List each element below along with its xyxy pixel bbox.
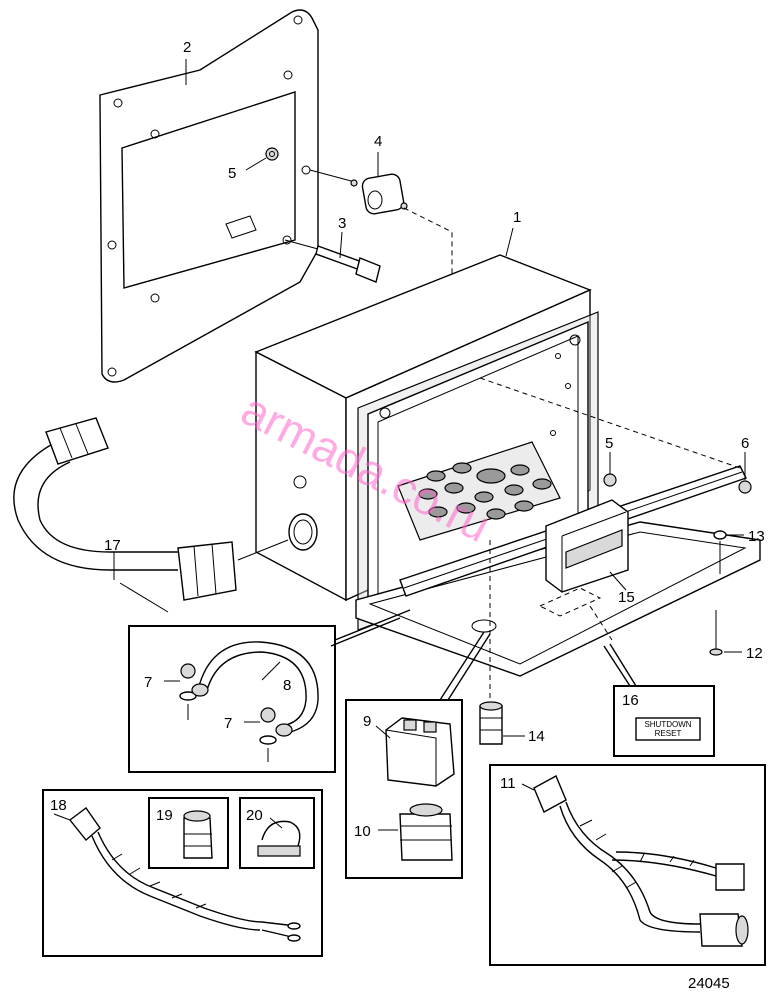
nut-part-5-lower — [603, 452, 617, 487]
cable-gland-part-14 — [479, 701, 525, 745]
nut-part-5-upper — [245, 147, 279, 171]
callout-9: 9 — [363, 713, 371, 730]
callout-19: 19 — [156, 807, 173, 824]
flexible-conduit-part-17 — [13, 417, 289, 601]
callout-11: 11 — [500, 775, 516, 792]
label-plate-line2: RESET — [655, 729, 682, 738]
callout-13: 13 — [748, 528, 765, 545]
detail-box-harness-11 — [489, 764, 766, 966]
screw-part-6 — [738, 452, 752, 494]
callout-20: 20 — [246, 807, 263, 824]
callout-17: 17 — [104, 537, 121, 554]
detail-box-ground-strap — [128, 609, 411, 773]
callout-12: 12 — [746, 645, 763, 662]
detail-box-switch — [345, 631, 491, 879]
spacer-part-4 — [309, 152, 408, 215]
callout-14: 14 — [528, 728, 545, 745]
terminal-block-part-15 — [545, 499, 629, 593]
screw-part-12 — [709, 610, 742, 656]
callout-6: 6 — [741, 435, 749, 452]
callout-1: 1 — [513, 209, 521, 226]
drawing-number: 24045 — [688, 975, 730, 992]
callout-15: 15 — [618, 589, 635, 606]
callout-2: 2 — [183, 39, 191, 56]
detail-box-harness-18 — [42, 789, 323, 957]
callout-16: 16 — [622, 692, 639, 709]
callout-4: 4 — [374, 133, 382, 150]
bolt-part-3 — [284, 231, 381, 283]
callout-7-upper: 7 — [144, 674, 152, 691]
label-plate-line1: SHUTDOWN — [644, 720, 691, 729]
enclosure-lid — [355, 521, 761, 677]
callout-7-lower: 7 — [224, 715, 232, 732]
callout-10: 10 — [354, 823, 371, 840]
washer-part-13 — [713, 530, 744, 574]
callout-3: 3 — [338, 215, 346, 232]
callout-5-upper: 5 — [228, 165, 236, 182]
callout-8: 8 — [283, 677, 291, 694]
callout-5-lower: 5 — [605, 435, 613, 452]
detail-box-label — [603, 643, 715, 757]
callout-18: 18 — [50, 797, 67, 814]
mounting-bracket — [99, 9, 319, 383]
